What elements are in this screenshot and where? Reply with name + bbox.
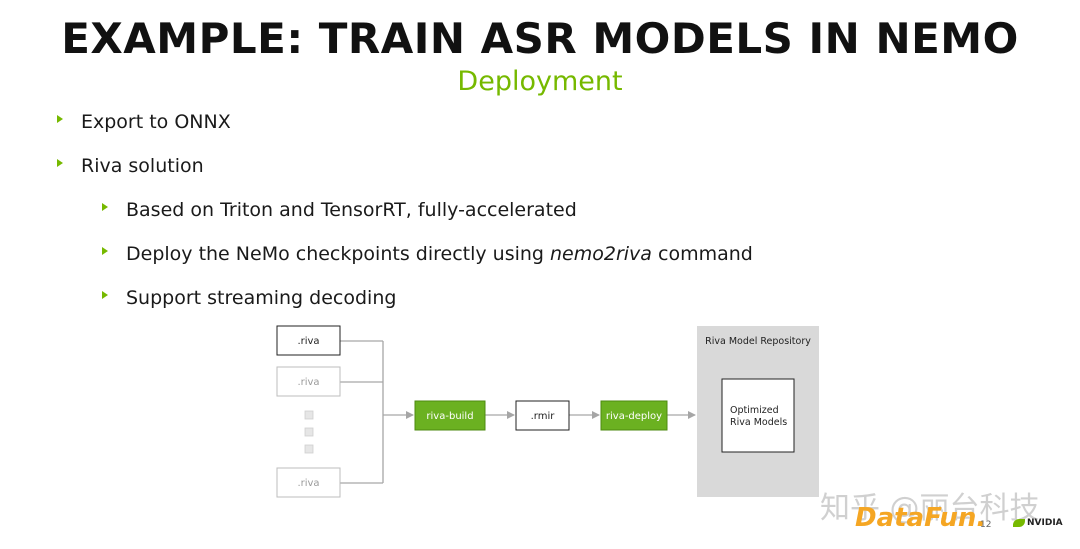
- ellipsis-squares: [304, 410, 314, 454]
- page-number: 12: [980, 520, 992, 530]
- riva-build-label: riva-build: [426, 411, 473, 422]
- riva-build-box: riva-build: [414, 400, 486, 431]
- datafun-logo: DataFun.: [855, 503, 987, 533]
- riva-model-repository: Riva Model Repository Optimized Riva Mod…: [697, 326, 819, 497]
- optimized-models-line1: Optimized: [730, 405, 779, 416]
- bullet-text: Riva solution: [81, 155, 204, 177]
- connector-lines: [340, 340, 696, 484]
- rmir-box: .rmir: [515, 400, 570, 431]
- riva-input-1-label: .riva: [297, 336, 319, 347]
- riva-input-2: .riva: [276, 366, 341, 397]
- sub-bullet-streaming: Support streaming decoding: [102, 287, 397, 309]
- nvidia-eye-icon: [1013, 518, 1025, 527]
- bullet-arrow-icon: [57, 115, 63, 123]
- bullet-text-after: command: [651, 243, 753, 265]
- bullet-text: Based on Triton and TensorRT, fully-acce…: [126, 199, 577, 221]
- sub-bullet-triton: Based on Triton and TensorRT, fully-acce…: [102, 199, 577, 221]
- bullet-arrow-icon: [102, 203, 108, 211]
- riva-input-3: .riva: [276, 467, 341, 498]
- riva-deploy-box: riva-deploy: [600, 400, 668, 431]
- bullet-riva-solution: Riva solution: [57, 155, 204, 177]
- sub-bullet-deploy: Deploy the NeMo checkpoints directly usi…: [102, 243, 753, 265]
- bullet-text: Export to ONNX: [81, 111, 231, 133]
- nvidia-logo: NVIDIA: [1013, 518, 1063, 528]
- repository-label: Riva Model Repository: [705, 336, 811, 347]
- optimized-models-line2: Riva Models: [730, 417, 787, 428]
- bullet-text-before: Deploy the NeMo checkpoints directly usi…: [126, 243, 551, 265]
- watermark-text: 知乎 @丽台科技: [820, 491, 1040, 526]
- riva-deploy-label: riva-deploy: [606, 411, 662, 422]
- bullet-export-onnx: Export to ONNX: [57, 111, 231, 133]
- slide-title: EXAMPLE: TRAIN ASR MODELS IN NEMO: [61, 14, 1019, 63]
- nvidia-brand-text: NVIDIA: [1027, 518, 1063, 528]
- riva-input-2-label: .riva: [297, 377, 319, 388]
- bullet-arrow-icon: [57, 159, 63, 167]
- bullet-arrow-icon: [102, 291, 108, 299]
- slide-subtitle: Deployment: [457, 66, 623, 97]
- riva-input-3-label: .riva: [297, 478, 319, 489]
- bullet-arrow-icon: [102, 247, 108, 255]
- rmir-label: .rmir: [531, 411, 556, 422]
- bullet-command-emphasis: nemo2riva: [550, 243, 652, 265]
- riva-input-1: .riva: [276, 325, 341, 356]
- bullet-text: Support streaming decoding: [126, 287, 397, 309]
